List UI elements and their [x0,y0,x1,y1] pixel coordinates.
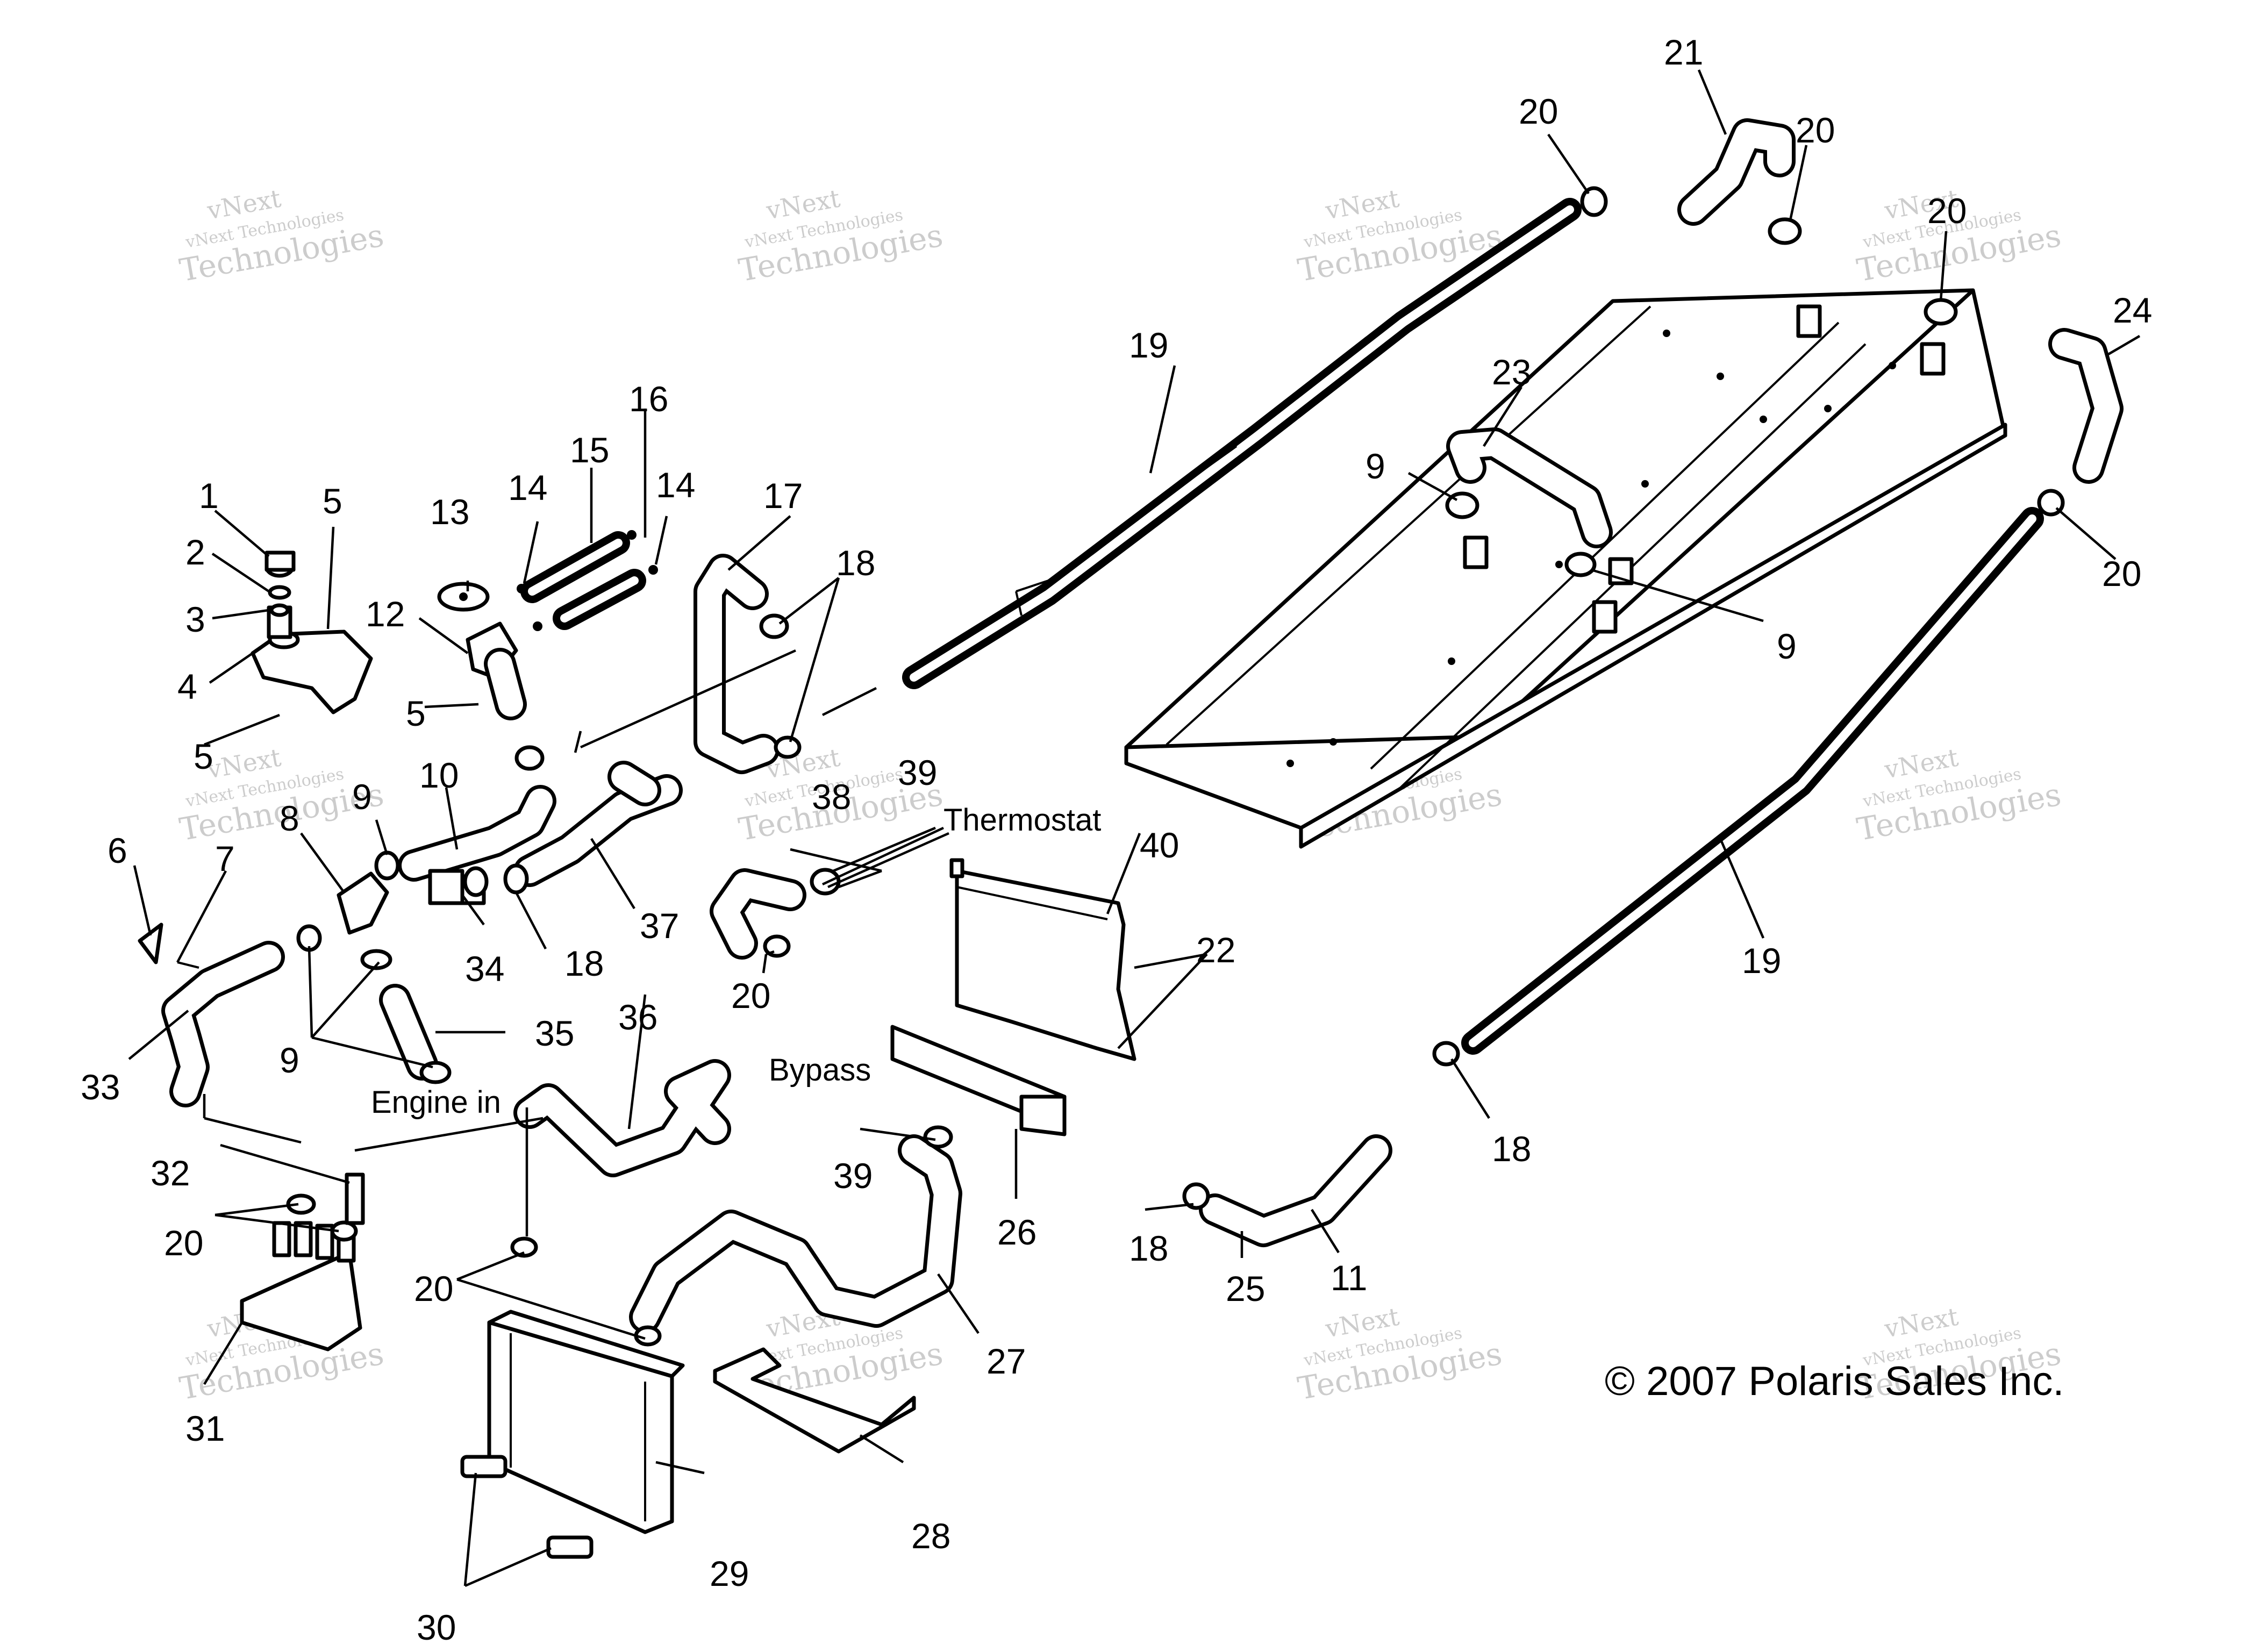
label-thermostat: Thermostat [943,803,1101,838]
callout-12: 12 [366,594,405,634]
callout-18d: 18 [1492,1129,1531,1169]
callout-30: 30 [417,1607,456,1647]
radiator-pads [460,1455,594,1559]
bypass-bracket [890,1025,1067,1136]
hose-25 [1199,1134,1392,1247]
label-bypass: Bypass [769,1053,871,1088]
hose-17 [694,554,780,774]
callout-24: 24 [2113,290,2152,330]
callout-37: 37 [640,906,679,946]
callout-36: 36 [618,997,657,1037]
callout-23: 23 [1492,352,1531,392]
callout-35: 35 [535,1013,574,1053]
callout-10: 10 [419,755,459,795]
callout-7: 7 [215,839,235,878]
callout-39b: 39 [833,1156,873,1196]
hose-10 [398,785,556,882]
callout-19b: 19 [1742,941,1781,981]
callout-20e: 20 [731,976,770,1015]
wye-fitting [337,869,486,935]
hose-37 [513,761,683,887]
callout-5a: 5 [323,481,342,521]
fill-neck-assembly [437,530,658,720]
callout-34: 34 [465,949,504,989]
hose-33 [161,941,285,1107]
callout-17: 17 [763,476,803,516]
watermark: vNext vNext Technologies Technologies [177,183,387,289]
callout-27: 27 [986,1341,1026,1381]
callout-20g: 20 [414,1269,453,1308]
callout-4: 4 [177,667,197,706]
callout-21: 21 [1664,32,1703,72]
leader-lines [128,69,2141,1587]
callout-25: 25 [1226,1269,1265,1308]
callout-9a: 9 [352,777,372,817]
copyright-notice: © 2007 Polaris Sales Inc. [1605,1358,2064,1404]
callout-20d: 20 [2102,554,2141,593]
watermark: vNext vNext Technologies Technologies [1854,742,2064,848]
pad-28 [713,1347,916,1454]
callout-5b: 5 [194,736,213,776]
lower-coolant-rail [1461,507,2044,1055]
hose-23 [1446,427,1613,548]
callout-11: 11 [1331,1258,1368,1298]
callout-16: 16 [629,379,668,419]
hose-27 [629,1134,962,1333]
callout-19a: 19 [1129,325,1168,365]
callout-1: 1 [199,476,219,516]
label-engine-in: Engine in [371,1085,501,1120]
watermark: vNext vNext Technologies Technologies [736,183,946,289]
watermark: vNext vNext Technologies Technologies [1854,1301,2064,1407]
callout-29: 29 [710,1554,749,1593]
callout-20c: 20 [1927,191,1967,231]
hose-21 [1677,118,1796,226]
hose-36 [513,1059,731,1177]
hose-24 [2048,328,2124,484]
callout-18c: 18 [1129,1228,1168,1268]
callout-5c: 5 [406,693,426,733]
callout-26: 26 [997,1212,1036,1252]
callout-8: 8 [280,798,299,838]
callout-9c: 9 [1366,446,1385,486]
callout-2: 2 [185,532,205,572]
callout-13: 13 [430,492,469,532]
callout-39a: 39 [898,753,937,792]
callout-38: 38 [812,777,851,817]
callout-33: 33 [81,1067,120,1107]
callout-15: 15 [570,430,609,470]
callout-18b: 18 [564,943,604,983]
callout-6: 6 [108,831,127,870]
callout-9d: 9 [1777,626,1797,666]
callout-20b: 20 [1796,110,1835,150]
callout-22: 22 [1196,930,1235,970]
heat-exchanger-holes [1286,330,1896,767]
callout-14b: 14 [656,465,695,505]
callout-numbers: 1 2 3 4 5 5 5 6 7 8 9 9 9 9 10 11 12 13 … [81,32,2152,1647]
hose-35 [379,984,438,1081]
callout-32: 32 [151,1153,190,1193]
upper-coolant-rail [902,198,1582,689]
callout-14a: 14 [508,468,547,507]
callout-28: 28 [911,1516,950,1556]
callout-9b: 9 [280,1040,299,1080]
callout-18a: 18 [836,543,875,583]
coolant-reservoir [251,550,373,714]
callout-31: 31 [185,1408,225,1448]
watermark: vNext vNext Technologies Technologies [1295,1301,1505,1407]
callout-20f: 20 [164,1223,203,1263]
radiator [487,1310,685,1534]
thermostat-housing [949,858,1136,1061]
callout-3: 3 [185,599,205,639]
hose-38 [710,868,806,960]
callout-20a: 20 [1519,91,1558,131]
callout-40: 40 [1140,825,1179,865]
